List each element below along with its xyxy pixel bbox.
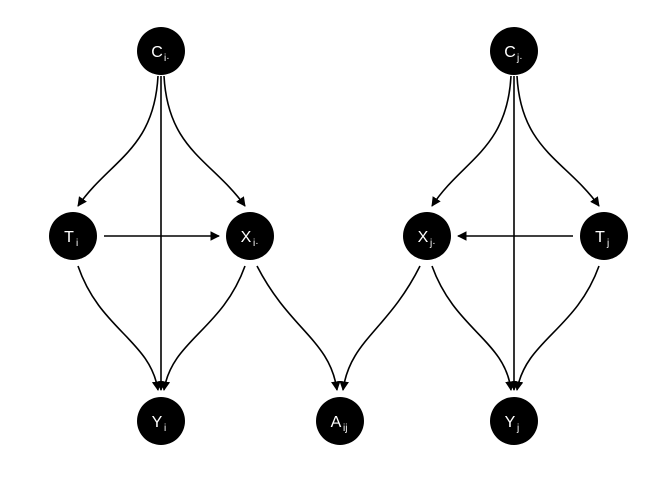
edge-xi-to-yi	[160, 265, 246, 391]
node-subscript: i	[164, 423, 166, 434]
node-label: Y	[152, 414, 163, 431]
node-label: Y	[505, 414, 516, 431]
node-label: C	[504, 44, 516, 61]
edge-xi-to-aij	[256, 265, 341, 391]
node-subscript: j·	[429, 238, 436, 249]
edge-tj-to-yj	[513, 265, 600, 391]
edge-xj-to-aij	[339, 265, 421, 391]
node-label: A	[331, 414, 342, 431]
edge-cj-to-tj	[516, 75, 600, 207]
edge-ti-to-yi	[77, 265, 162, 391]
node-subscript: i·	[164, 53, 170, 64]
node-subscript: ij	[343, 423, 347, 434]
node-subscript: j	[516, 423, 519, 434]
edge-ci-to-ti	[77, 75, 159, 207]
node-subscript: i	[76, 238, 78, 249]
node-circle	[316, 397, 364, 445]
node-subscript: j·	[516, 53, 523, 64]
node-circle	[49, 212, 97, 260]
node-circle	[226, 212, 274, 260]
node-circle	[137, 397, 185, 445]
node-circle	[580, 212, 628, 260]
edge-cj-to-xj	[431, 75, 512, 207]
node-label: X	[418, 229, 429, 246]
node-label: X	[241, 229, 252, 246]
node-circle	[490, 27, 538, 75]
node-circle	[137, 27, 185, 75]
node-circle	[403, 212, 451, 260]
node-label: T	[64, 229, 74, 246]
node-label: T	[595, 229, 605, 246]
node-subscript: i·	[253, 238, 259, 249]
edge-xj-to-yj	[431, 265, 515, 391]
edge-ci-to-xi	[163, 75, 246, 207]
node-label: C	[151, 44, 163, 61]
node-subscript: j	[606, 238, 609, 249]
edges-layer	[77, 75, 600, 391]
node-circle	[490, 397, 538, 445]
